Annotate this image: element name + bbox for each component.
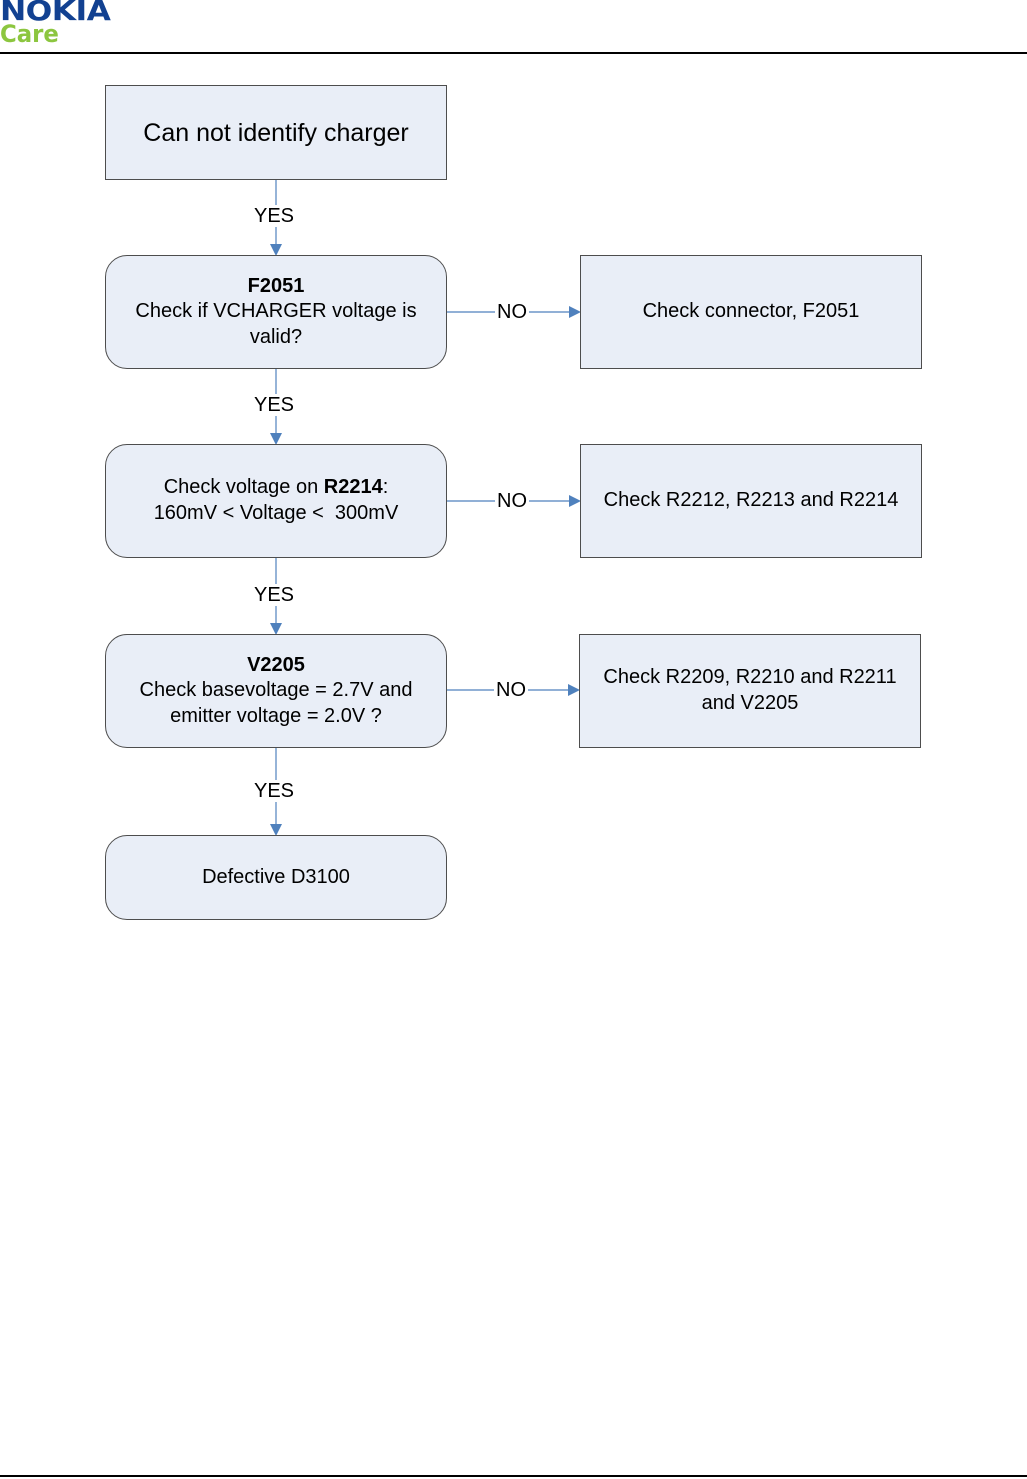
decision-f2051-line1: Check if VCHARGER voltage is bbox=[135, 300, 417, 323]
action-check-r2212-text: Check R2212, R2213 and R2214 bbox=[603, 489, 899, 512]
decision-r2214-line2: 160mV < Voltage < 300mV bbox=[153, 502, 399, 524]
decision-v2205: V2205 Check basevoltage = 2.7V and emitt… bbox=[105, 634, 447, 748]
decision-f2051-title: F2051 bbox=[247, 274, 305, 297]
yes-label-3: YES bbox=[252, 584, 297, 606]
decision-f2051-line2: valid? bbox=[249, 325, 303, 348]
decision-r2214-pre: Check voltage on bbox=[163, 476, 324, 499]
no-label-3: NO bbox=[494, 679, 528, 701]
start-text: Can not identify charger bbox=[143, 118, 409, 147]
nokia-logo: NOKIA bbox=[0, 0, 111, 27]
header-rule bbox=[0, 52, 1027, 54]
action-check-connector: Check connector, F2051 bbox=[580, 255, 922, 369]
end-text: Defective D3100 bbox=[202, 865, 350, 888]
decision-v2205-line2: emitter voltage = 2.0V ? bbox=[170, 704, 382, 727]
decision-f2051: F2051 Check if VCHARGER voltage is valid… bbox=[105, 255, 447, 369]
yes-label-4: YES bbox=[252, 780, 297, 802]
end-box: Defective D3100 bbox=[105, 835, 447, 920]
footer-rule bbox=[0, 1475, 1027, 1477]
decision-r2214-line1: Check voltage on R2214: bbox=[154, 475, 399, 501]
action-check-connector-text: Check connector, F2051 bbox=[642, 300, 860, 323]
decision-r2214-title: R2214 bbox=[323, 476, 383, 499]
yes-label-1: YES bbox=[252, 205, 297, 227]
action-check-r2209-line1: Check R2209, R2210 and R2211 bbox=[603, 666, 897, 689]
start-box: Can not identify charger bbox=[105, 85, 447, 180]
decision-r2214-post: : bbox=[382, 476, 389, 499]
decision-v2205-title: V2205 bbox=[247, 653, 305, 676]
action-check-r2209: Check R2209, R2210 and R2211 and V2205 bbox=[579, 634, 921, 748]
action-check-r2212: Check R2212, R2213 and R2214 bbox=[580, 444, 922, 558]
action-check-r2209-line2: and V2205 bbox=[701, 692, 799, 714]
no-label-1: NO bbox=[495, 301, 529, 323]
decision-r2214: Check voltage on R2214: 160mV < Voltage … bbox=[105, 444, 447, 558]
care-logo: Care bbox=[0, 20, 59, 48]
no-label-2: NO bbox=[495, 490, 529, 512]
yes-label-2: YES bbox=[252, 394, 297, 416]
decision-v2205-line1: Check basevoltage = 2.7V and bbox=[139, 679, 413, 702]
